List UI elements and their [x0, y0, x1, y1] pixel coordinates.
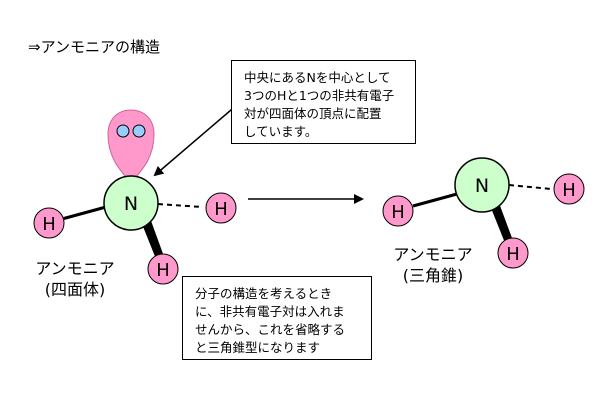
bond-back-dashed — [508, 184, 552, 190]
pyramidal-model: N H H H — [382, 157, 585, 269]
hydrogen-label-bottom: H — [506, 244, 520, 265]
note-pointer-arrow — [153, 103, 239, 177]
hydrogen-label-bottom: H — [156, 260, 170, 281]
electron-1 — [116, 124, 130, 138]
hydrogen-atom-right — [553, 173, 585, 205]
hydrogen-atom-right — [205, 192, 237, 224]
bond-left — [412, 192, 458, 208]
hydrogen-label-right: H — [214, 199, 228, 220]
bond-wedge — [142, 218, 166, 264]
diagram-heading: ⇒アンモニアの構造 — [28, 38, 160, 56]
nitrogen-atom — [103, 175, 159, 231]
hydrogen-atom-bottom — [147, 253, 179, 285]
bond-back-dashed — [157, 203, 203, 208]
caption-pyramidal: アンモニア (三角錐) — [393, 245, 473, 285]
hydrogen-label-left: H — [42, 214, 56, 235]
explanation-note-bottom: 分子の構造を考えるとき に、非共有電子対は入れま せんから、これを省略する と三… — [182, 276, 372, 360]
nitrogen-atom — [454, 157, 510, 213]
bond-left — [61, 205, 107, 221]
explanation-note-top: 中央にあるNを中心として 3つのHと1つの非共有電子 対が四面体の頂点に配置 し… — [231, 60, 416, 144]
bond-wedge — [491, 203, 515, 248]
caption-tetrahedral: アンモニア (四面体) — [35, 259, 115, 299]
hydrogen-label-right: H — [562, 180, 576, 201]
nitrogen-label: N — [124, 193, 138, 215]
hydrogen-atom-left — [382, 195, 414, 227]
hydrogen-label-left: H — [391, 202, 405, 223]
hydrogen-atom-bottom — [497, 237, 529, 269]
nitrogen-label: N — [475, 175, 489, 197]
lone-pair-lobe — [107, 109, 155, 184]
hydrogen-atom-left — [33, 207, 65, 239]
electron-2 — [132, 124, 146, 138]
tetrahedral-model: N H H H — [33, 109, 237, 285]
